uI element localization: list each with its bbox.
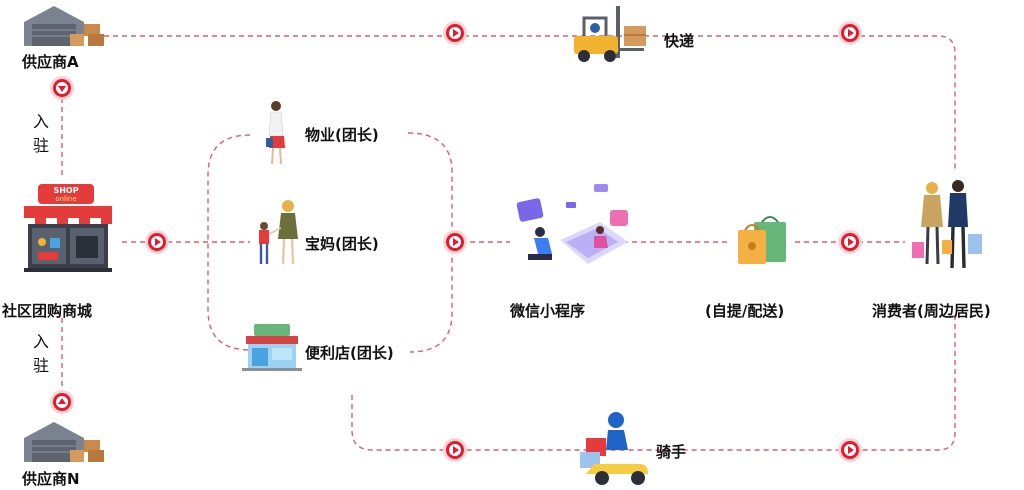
line-top-express <box>104 35 956 170</box>
delivery-rider-icon <box>580 412 648 485</box>
arrow-markers <box>50 21 862 462</box>
join-top-char-1: 入 <box>32 112 49 131</box>
shop-online-icon: SHOP online <box>24 184 112 272</box>
shoppers-icon <box>912 180 982 269</box>
mom-leader-label: 宝妈(团长) <box>305 235 379 253</box>
consumer-label: 消费者(周边居民) <box>872 302 991 320</box>
supplier-a-warehouse-icon <box>24 6 104 46</box>
arrow-top-right-icon <box>838 21 862 45</box>
join-label-top: 入 驻 <box>30 110 52 158</box>
supplier-n-label: 供应商N <box>22 470 80 488</box>
shop-sign-line1: SHOP <box>53 186 78 195</box>
shop-sign-line2: online <box>55 195 76 203</box>
join-bottom-char-1: 入 <box>32 332 49 351</box>
arrow-bottom-left-icon <box>443 438 467 462</box>
line-leaders-bracket-left <box>207 134 251 351</box>
pickup-delivery-label: (自提/配送) <box>705 302 785 320</box>
join-bottom-char-2: 驻 <box>32 356 49 375</box>
arrow-mall-to-leaders-icon <box>145 230 169 254</box>
express-label: 快递 <box>664 32 695 50</box>
convenience-store-icon <box>242 324 302 371</box>
line-bottom-rider <box>351 315 956 451</box>
arrow-bottom-right-icon <box>838 438 862 462</box>
connector-lines <box>61 35 956 451</box>
woman-icon <box>266 101 285 165</box>
arrow-top-left-icon <box>443 21 467 45</box>
arrow-leaders-to-app-icon <box>443 230 467 254</box>
property-leader-label: 物业(团长) <box>305 126 379 144</box>
arrow-supplier-n-up-icon <box>50 390 74 414</box>
supplier-a-label: 供应商A <box>22 53 79 71</box>
join-top-char-2: 驻 <box>32 136 49 155</box>
arrow-pickup-to-consumer-icon <box>838 230 862 254</box>
supplier-n-warehouse-icon <box>24 422 104 462</box>
mini-program-icon <box>516 184 628 264</box>
join-label-bottom: 入 驻 <box>30 330 52 378</box>
mall-label: 社区团购商城 <box>2 302 93 320</box>
mother-child-icon <box>259 200 298 265</box>
mini-program-label: 微信小程序 <box>510 302 586 320</box>
store-leader-label: 便利店(团长) <box>305 344 394 362</box>
arrow-supplier-a-down-icon <box>50 76 74 100</box>
rider-label: 骑手 <box>656 443 687 461</box>
shopping-bags-icon <box>738 216 786 264</box>
forklift-icon <box>574 6 646 62</box>
